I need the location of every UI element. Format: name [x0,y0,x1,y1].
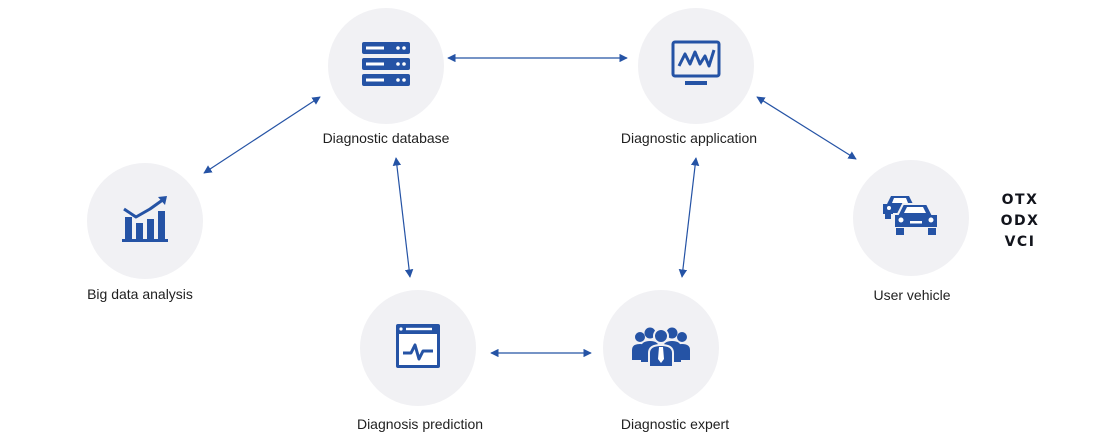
label-big-data-analysis: Big data analysis [87,286,193,302]
arrow-database-prediction [392,157,414,278]
label-diagnosis-prediction: Diagnosis prediction [356,416,484,432]
arrow-application-vehicle [756,96,857,160]
node-user-vehicle [853,160,969,276]
node-diagnostic-expert [603,290,719,406]
arrow-bigdata-database [203,96,321,174]
arrow-application-expert [678,157,700,278]
protocol-odx: ODX [1000,213,1040,229]
label-user-vehicle: User vehicle [873,287,951,303]
server-rack-icon [361,41,411,92]
people-group-icon [631,324,691,373]
label-diagnostic-database: Diagnostic database [322,130,450,146]
node-diagnostic-application [638,8,754,124]
cars-icon [881,194,941,243]
browser-pulse-icon [395,323,441,374]
protocol-list: OTX ODX VCI [1000,190,1040,253]
node-big-data-analysis [87,163,203,279]
node-diagnosis-prediction [360,290,476,406]
protocol-vci: VCI [1004,234,1036,250]
node-diagnostic-database [328,8,444,124]
monitor-waveform-icon [671,40,721,93]
label-diagnostic-application: Diagnostic application [620,130,758,146]
bar-chart-trend-icon [120,195,170,248]
label-diagnostic-expert: Diagnostic expert [620,416,730,432]
protocol-otx: OTX [1001,192,1039,208]
